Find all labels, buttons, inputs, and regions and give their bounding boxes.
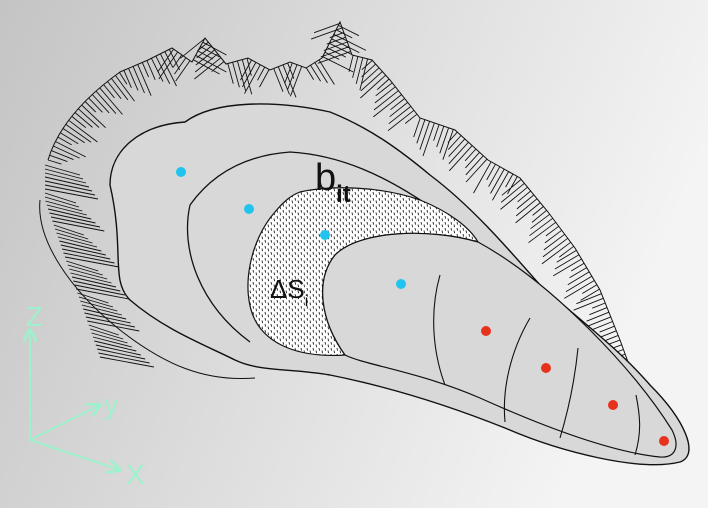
ablation-point xyxy=(659,436,669,446)
contour-line-1 xyxy=(189,151,436,211)
delta-s-label: ΔSi xyxy=(270,274,308,310)
section-line-3 xyxy=(559,347,579,439)
x-axis xyxy=(29,439,120,470)
section-line-2 xyxy=(503,317,531,423)
tongue-contour xyxy=(322,232,677,458)
y-axis-label: y xyxy=(104,389,118,420)
delta-s-label-subscript: i xyxy=(305,293,309,310)
z-axis-label: z xyxy=(26,301,43,332)
accumulation-point xyxy=(176,167,186,177)
ablation-point xyxy=(541,363,551,373)
ablation-point xyxy=(481,326,491,336)
valley-walls xyxy=(39,20,629,380)
accumulation-point xyxy=(320,230,330,240)
balance-label: bit xyxy=(315,157,351,208)
balance-label-subscript: it xyxy=(336,181,351,208)
coordinate-axes xyxy=(30,330,120,470)
delta-s-label-main: ΔS xyxy=(270,274,305,304)
balance-label-main: b xyxy=(315,157,336,199)
ablation-point xyxy=(608,400,618,410)
section-line-4 xyxy=(634,394,641,456)
accumulation-point xyxy=(244,204,254,214)
section-line-1 xyxy=(433,274,446,386)
x-axis-label: x xyxy=(126,459,145,490)
contour-line-2 xyxy=(186,204,251,343)
accumulation-point xyxy=(396,279,406,289)
y-axis xyxy=(29,405,100,441)
